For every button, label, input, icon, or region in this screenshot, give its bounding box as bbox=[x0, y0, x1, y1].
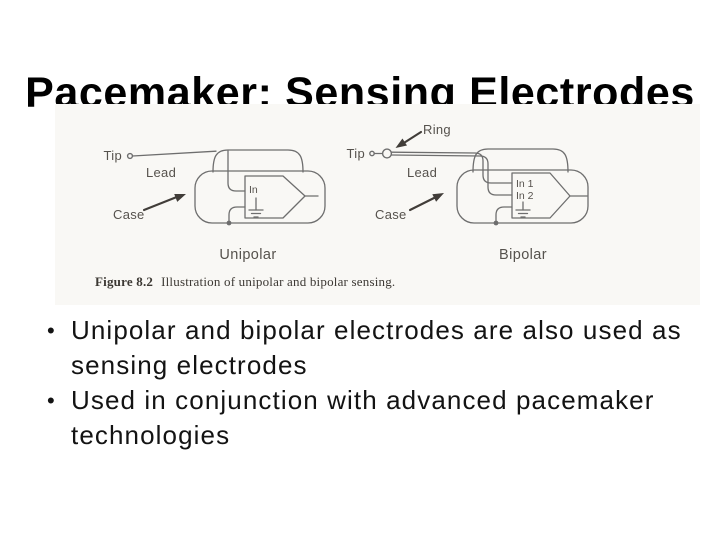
lead-arch bbox=[472, 148, 569, 173]
case-arrow bbox=[408, 195, 439, 212]
lead-label: Lead bbox=[146, 165, 176, 180]
bullet-list: • Unipolar and bipolar electrodes are al… bbox=[40, 313, 708, 453]
case-label: Case bbox=[375, 207, 407, 222]
ring-electrode-icon bbox=[381, 148, 393, 159]
tip-electrode-icon bbox=[369, 150, 375, 157]
tip-label: Tip bbox=[104, 148, 122, 163]
list-item: • Used in conjunction with advanced pace… bbox=[40, 383, 708, 453]
tip-electrode-icon bbox=[126, 152, 134, 160]
case-label: Case bbox=[113, 207, 145, 222]
sensing-diagram: Tip Lead Case In Unipolar bbox=[104, 122, 589, 263]
amp-in2-label: In 2 bbox=[516, 190, 534, 202]
amp-in1-label: In 1 bbox=[516, 178, 534, 190]
ground-icon bbox=[248, 197, 264, 218]
ring-arrow bbox=[401, 130, 423, 145]
sense-amplifier bbox=[244, 175, 306, 219]
case-arrow-icon bbox=[174, 194, 186, 202]
lead-wire bbox=[131, 150, 217, 157]
bipolar-diagram: Ring Tip Lead Case In 1 In 2 Bipolar bbox=[347, 122, 589, 263]
ring-arrow-icon bbox=[395, 138, 408, 148]
lead-to-input-wire bbox=[227, 150, 246, 192]
figure-caption-number: Figure 8.2 bbox=[95, 274, 154, 289]
case-connection-dot bbox=[226, 220, 232, 226]
figure-caption-text: Illustration of unipolar and bipolar sen… bbox=[161, 274, 396, 289]
ground-icon bbox=[515, 201, 531, 218]
bullet-icon: • bbox=[47, 388, 56, 413]
unipolar-diagram: Tip Lead Case In Unipolar bbox=[104, 148, 326, 263]
ring-label: Ring bbox=[423, 122, 451, 137]
case-arrow-icon bbox=[432, 193, 444, 202]
figure-scan-image: Tip Lead Case In Unipolar bbox=[55, 104, 700, 305]
figure-caption: Figure 8.2 Illustration of unipolar and b… bbox=[95, 274, 395, 290]
lead-arch bbox=[212, 149, 304, 173]
unipolar-caption: Unipolar bbox=[219, 247, 276, 263]
amp-in-label: In bbox=[249, 184, 258, 196]
bullet-icon: • bbox=[47, 318, 56, 343]
bullet-text: Unipolar and bipolar electrodes are also… bbox=[71, 315, 682, 380]
case-reference-wire bbox=[495, 206, 513, 224]
bullet-text: Used in conjunction with advanced pacema… bbox=[71, 385, 655, 450]
case-outline bbox=[456, 169, 589, 224]
list-item: • Unipolar and bipolar electrodes are al… bbox=[40, 313, 708, 383]
lead-label: Lead bbox=[407, 165, 437, 180]
case-reference-wire bbox=[228, 206, 246, 224]
sense-amplifier bbox=[511, 172, 571, 219]
bipolar-caption: Bipolar bbox=[499, 247, 547, 263]
case-outline bbox=[194, 170, 326, 224]
case-connection-dot bbox=[493, 220, 499, 226]
case-arrow bbox=[142, 195, 180, 212]
tip-label: Tip bbox=[347, 146, 365, 161]
lead-conductor-2 bbox=[390, 154, 513, 196]
